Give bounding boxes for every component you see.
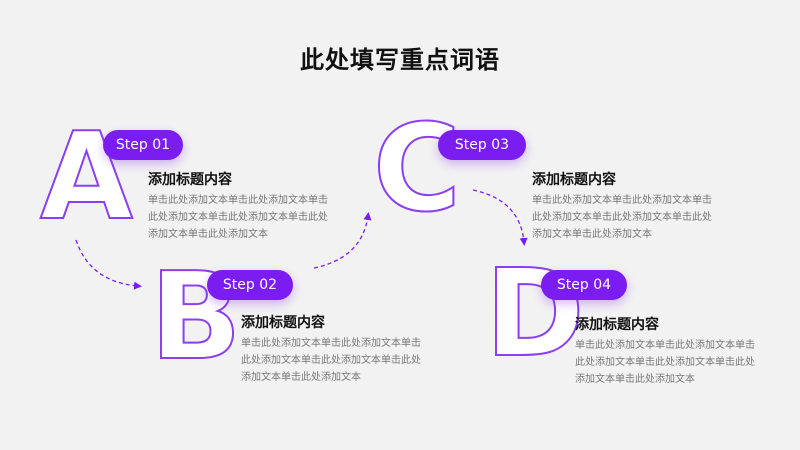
step-04-pill: Step 04 — [541, 270, 627, 300]
step-02-pill: Step 02 — [207, 270, 293, 300]
step-01-text: 单击此处添加文本单击此处添加文本单击此处添加文本单击此处添加文本单击此处添加文本… — [148, 195, 328, 240]
step-03-pill: Step 03 — [438, 130, 526, 160]
step-02-text: 单击此处添加文本单击此处添加文本单击此处添加文本单击此处添加文本单击此处添加文本… — [241, 338, 421, 383]
step-02-heading: 添加标题内容 — [241, 315, 325, 331]
arrow-b-to-c — [313, 212, 372, 269]
step-03-text: 单击此处添加文本单击此处添加文本单击此处添加文本单击此处添加文本单击此处添加文本… — [532, 195, 712, 240]
step-04-text: 单击此处添加文本单击此处添加文本单击此处添加文本单击此处添加文本单击此处添加文本… — [575, 340, 755, 385]
step-01-pill: Step 01 — [103, 130, 183, 160]
arrow-a-to-b — [75, 239, 142, 290]
arrow-c-to-d — [472, 189, 528, 246]
letter-c: C — [372, 100, 462, 239]
step-01-heading: 添加标题内容 — [148, 172, 232, 188]
step-03-heading: 添加标题内容 — [532, 172, 616, 188]
page-title: 此处填写重点词语 — [300, 46, 500, 74]
step-04-heading: 添加标题内容 — [575, 317, 659, 333]
